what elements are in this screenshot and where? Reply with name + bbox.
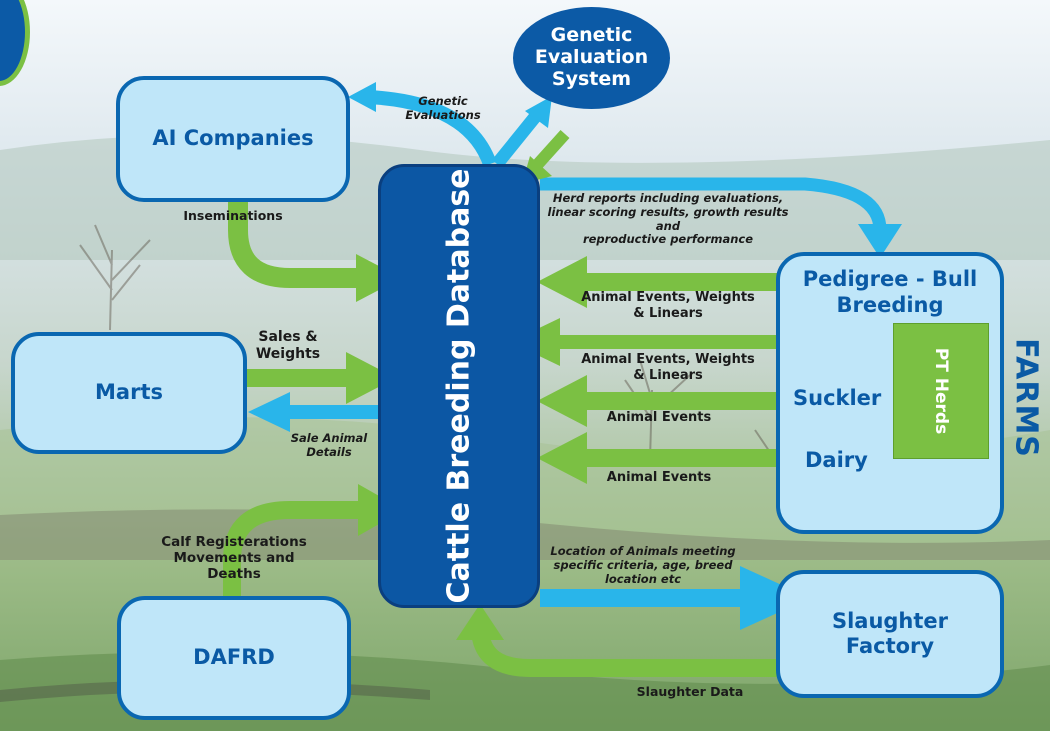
- calf-registrations-line-3: Deaths: [207, 566, 261, 583]
- pt-events-line-1: Animal Events, Weights: [581, 352, 755, 367]
- label-genetic-evaluations: Genetic Evaluations: [398, 94, 488, 123]
- dafrd-node: DAFRD: [117, 596, 351, 720]
- cattle-breeding-database-node: Cattle Breeding Database: [378, 164, 540, 608]
- herd-reports-line-2: linear scoring results, growth results a…: [547, 204, 789, 233]
- genetic-evaluations-line-1: Genetic: [418, 94, 468, 108]
- location-line-1: Location of Animals meeting: [550, 544, 736, 558]
- label-dairy-events: Animal Events: [606, 470, 712, 485]
- pedigree-bull-breeding-label: Pedigree - Bull Breeding: [780, 266, 1000, 319]
- sales-weights-line-1: Sales &: [258, 329, 318, 345]
- marts-label: Marts: [95, 380, 163, 405]
- pt-herds-label: PT Herds: [931, 347, 951, 435]
- slaughter-factory-line-2: Factory: [845, 634, 935, 658]
- ai-companies-label: AI Companies: [152, 126, 314, 151]
- label-slaughter-data: Slaughter Data: [636, 684, 744, 699]
- marts-node: Marts: [11, 332, 247, 454]
- pt-herds-box: PT Herds: [893, 323, 989, 459]
- label-calf-registrations: Calf Registerations Movements and Deaths: [150, 534, 318, 583]
- pedigree-events-line-2: & Linears: [633, 305, 703, 321]
- database-label: Cattle Breeding Database: [441, 168, 477, 604]
- label-sales-weights: Sales & Weights: [238, 329, 338, 363]
- sales-weights-line-2: Weights: [255, 345, 321, 362]
- arrow-slaughter-data: [471, 628, 778, 677]
- arrow-herd-reports: [540, 177, 887, 231]
- arrow-calf-registrations: [223, 501, 362, 600]
- suckler-label: Suckler: [793, 386, 882, 410]
- label-inseminations: Inseminations: [183, 208, 283, 223]
- label-pedigree-events: Animal Events, Weights & Linears: [570, 290, 766, 321]
- arrow-to-genetic-system: [491, 112, 541, 169]
- genetic-evaluation-line-2: Evaluation: [534, 46, 649, 69]
- label-suckler-events: Animal Events: [606, 410, 712, 425]
- slaughter-factory-line-1: Slaughter: [831, 608, 949, 633]
- sale-animal-details-line-1: Sale Animal: [290, 431, 368, 445]
- dafrd-label: DAFRD: [193, 645, 275, 670]
- ai-companies-node: AI Companies: [116, 76, 350, 202]
- arrow-genetic-evaluations: [367, 90, 497, 167]
- dairy-label: Dairy: [805, 448, 868, 472]
- label-sale-animal-details: Sale Animal Details: [284, 431, 374, 460]
- genetic-evaluation-line-3: System: [551, 67, 632, 90]
- label-pt-events: Animal Events, Weights & Linears: [570, 352, 766, 383]
- calf-registrations-line-1: Calf Registerations: [161, 534, 307, 550]
- calf-registrations-line-2: Movements and: [173, 550, 295, 567]
- arrow-inseminations: [228, 196, 360, 288]
- genetic-evaluations-line-2: Evaluations: [405, 107, 481, 122]
- slaughter-factory-node: Slaughter Factory: [776, 570, 1004, 698]
- location-line-2: specific criteria, age, breed: [553, 557, 733, 572]
- pedigree-events-line-1: Animal Events, Weights: [581, 290, 755, 305]
- herd-reports-line-3: reproductive performance: [582, 232, 754, 247]
- genetic-evaluation-line-1: Genetic: [550, 24, 633, 47]
- genetic-evaluation-system-node: Genetic Evaluation System: [513, 7, 670, 109]
- herd-reports-line-1: Herd reports including evaluations,: [552, 191, 784, 205]
- location-line-3: location etc: [604, 571, 682, 586]
- label-location-of-animals: Location of Animals meeting specific cri…: [548, 544, 738, 586]
- farms-title: FARMS: [1008, 338, 1044, 458]
- label-herd-reports: Herd reports including evaluations, line…: [546, 191, 790, 247]
- sale-animal-details-line-2: Details: [306, 444, 352, 459]
- pt-events-line-2: & Linears: [633, 367, 703, 383]
- pedigree-line-1: Pedigree - Bull: [802, 267, 978, 291]
- arrow-from-genetic-system: [533, 129, 570, 169]
- pedigree-line-2: Breeding: [836, 293, 944, 318]
